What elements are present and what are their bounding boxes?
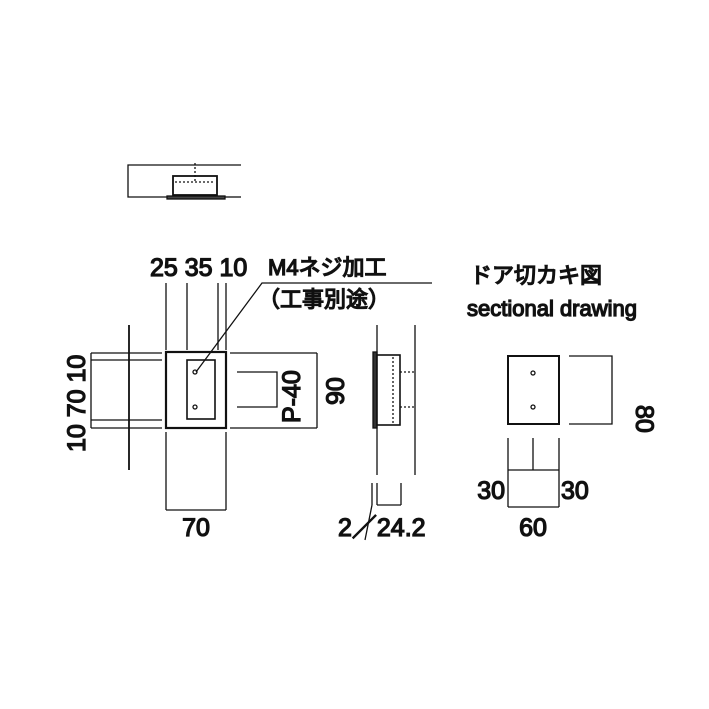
screw-hole-icon xyxy=(192,404,198,410)
pitch-label: P-40 xyxy=(278,370,306,423)
bottom-width: 70 xyxy=(182,514,210,542)
section-width: 60 xyxy=(519,514,547,542)
height-label: 90 xyxy=(322,377,350,405)
screw-hole-icon xyxy=(530,404,536,410)
note-screw: M4ネジ加工 xyxy=(268,255,387,280)
screw-hole-icon xyxy=(192,369,198,375)
section-right: 30 xyxy=(561,477,589,505)
screw-hole-icon xyxy=(530,370,536,376)
left-dimensions: 10 70 10 xyxy=(63,355,91,452)
sectional-view xyxy=(507,355,613,508)
side-dimensions: 2／24.2 xyxy=(338,514,426,542)
section-left: 30 xyxy=(477,477,505,505)
note-separate-work: （工事別途） xyxy=(258,287,390,312)
section-height: 80 xyxy=(630,405,658,433)
top-dimensions: 25 35 10 xyxy=(150,254,247,282)
top-view xyxy=(127,163,241,200)
side-view xyxy=(364,325,416,541)
front-view xyxy=(90,282,432,511)
section-title-en: sectional drawing xyxy=(467,296,637,321)
section-title-jp: ドア切カキ図 xyxy=(470,263,602,288)
